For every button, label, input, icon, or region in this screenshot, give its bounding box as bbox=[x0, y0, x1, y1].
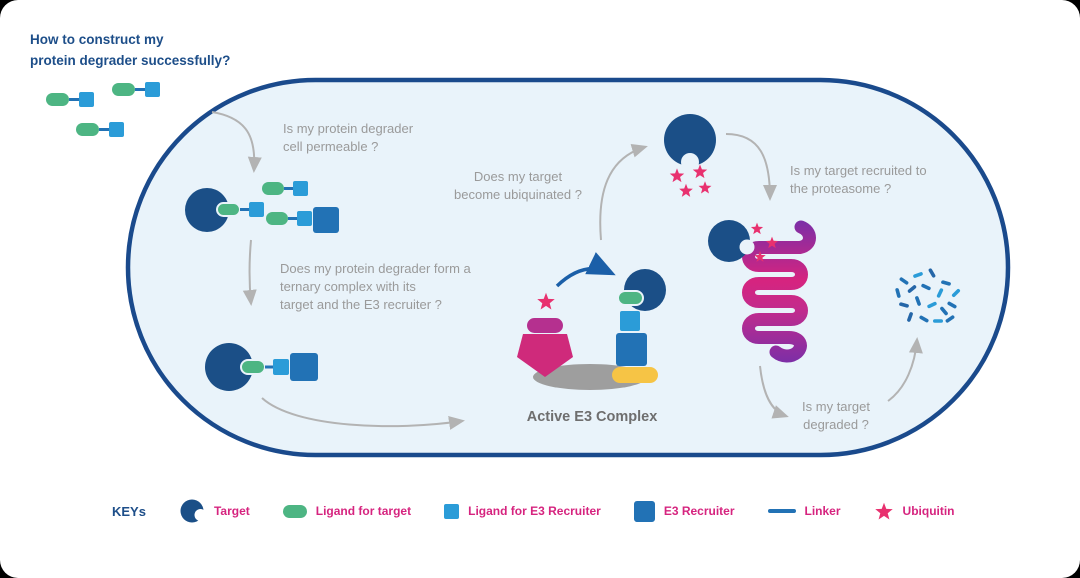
legend-item-e3-recruiter: E3 Recruiter bbox=[633, 500, 735, 522]
arrow-into-cell bbox=[211, 111, 262, 173]
legend-item-target: Target bbox=[179, 498, 250, 524]
diagram-title: How to construct my protein degrader suc… bbox=[30, 32, 231, 68]
degraded-fragments bbox=[895, 268, 961, 323]
legend-item-ligand-for-e3-recruiter: Ligand for E3 Recruiter bbox=[444, 503, 601, 519]
active-e3-complex-label: Active E3 Complex bbox=[526, 409, 658, 425]
ubiquitinated-target bbox=[664, 114, 716, 197]
arrow-to-proteasome bbox=[725, 133, 777, 201]
e3-recruiter-block bbox=[616, 333, 647, 366]
degrader-molecule bbox=[46, 92, 94, 107]
target-with-degrader bbox=[185, 188, 264, 232]
legend-label-ubiquitin: Ubiquitin bbox=[902, 504, 955, 518]
target-ligand-block bbox=[617, 290, 644, 306]
ubiquitin-icon bbox=[874, 502, 893, 520]
active-e3-complex bbox=[517, 252, 666, 390]
legend-item-ubiquitin: Ubiquitin bbox=[874, 501, 955, 521]
legend-item-linker: Linker bbox=[767, 504, 841, 518]
e3-recruiter-icon bbox=[633, 500, 655, 522]
legend-label-ligand-for-target: Ligand for target bbox=[315, 504, 412, 518]
e3-ligase-body bbox=[517, 334, 573, 377]
target-protein bbox=[708, 220, 750, 262]
e3-ligase-cap bbox=[527, 318, 563, 333]
arrow-to-active-complex bbox=[261, 397, 465, 430]
degrader-with-e3-recruiter bbox=[266, 207, 339, 233]
legend-label-e3-recruiter: E3 Recruiter bbox=[663, 504, 735, 518]
arrow-to-degraded-question bbox=[759, 365, 789, 419]
linker-icon bbox=[767, 509, 796, 513]
arrow-to-ternary-complex bbox=[242, 239, 257, 306]
e3-ligand-block bbox=[620, 311, 640, 331]
ligand-for-target-icon bbox=[282, 504, 307, 518]
target-notch bbox=[681, 153, 699, 171]
legend: KEYs Target Ligand for target Ligand for… bbox=[112, 498, 1052, 524]
ligand-for-e3-recruiter-icon bbox=[444, 503, 460, 519]
legend-label-target: Target bbox=[213, 504, 250, 518]
legend-label-linker: Linker bbox=[804, 504, 841, 518]
arrow-to-ubiquitinated-target bbox=[599, 144, 648, 241]
target-icon bbox=[180, 499, 205, 523]
degrader-molecule bbox=[262, 181, 308, 196]
question-ternary-complex: Does my protein degrader form a ternary … bbox=[280, 261, 471, 313]
legend-item-ligand-for-target: Ligand for target bbox=[282, 504, 412, 518]
legend-title: KEYs bbox=[112, 503, 146, 519]
arrow-to-fragments bbox=[887, 337, 923, 402]
question-degraded: Is my target degraded ? bbox=[802, 399, 870, 433]
complex-yellow-subunit bbox=[612, 367, 658, 383]
legend-label-ligand-for-e3-recruiter: Ligand for E3 Recruiter bbox=[468, 504, 601, 518]
question-proteasome: Is my target recruited to the proteasome… bbox=[790, 163, 927, 197]
ternary-complex bbox=[205, 343, 318, 391]
question-cell-permeable: Is my protein degrader cell permeable ? bbox=[283, 121, 414, 155]
degrader-molecule bbox=[112, 82, 160, 97]
ubiquitin-transfer-arrow bbox=[555, 252, 616, 288]
target-notch bbox=[739, 239, 755, 255]
degrader-molecule bbox=[76, 122, 124, 137]
question-ubiquitinated: Does my target become ubiquinated ? bbox=[454, 169, 582, 203]
proteasome bbox=[708, 220, 816, 363]
